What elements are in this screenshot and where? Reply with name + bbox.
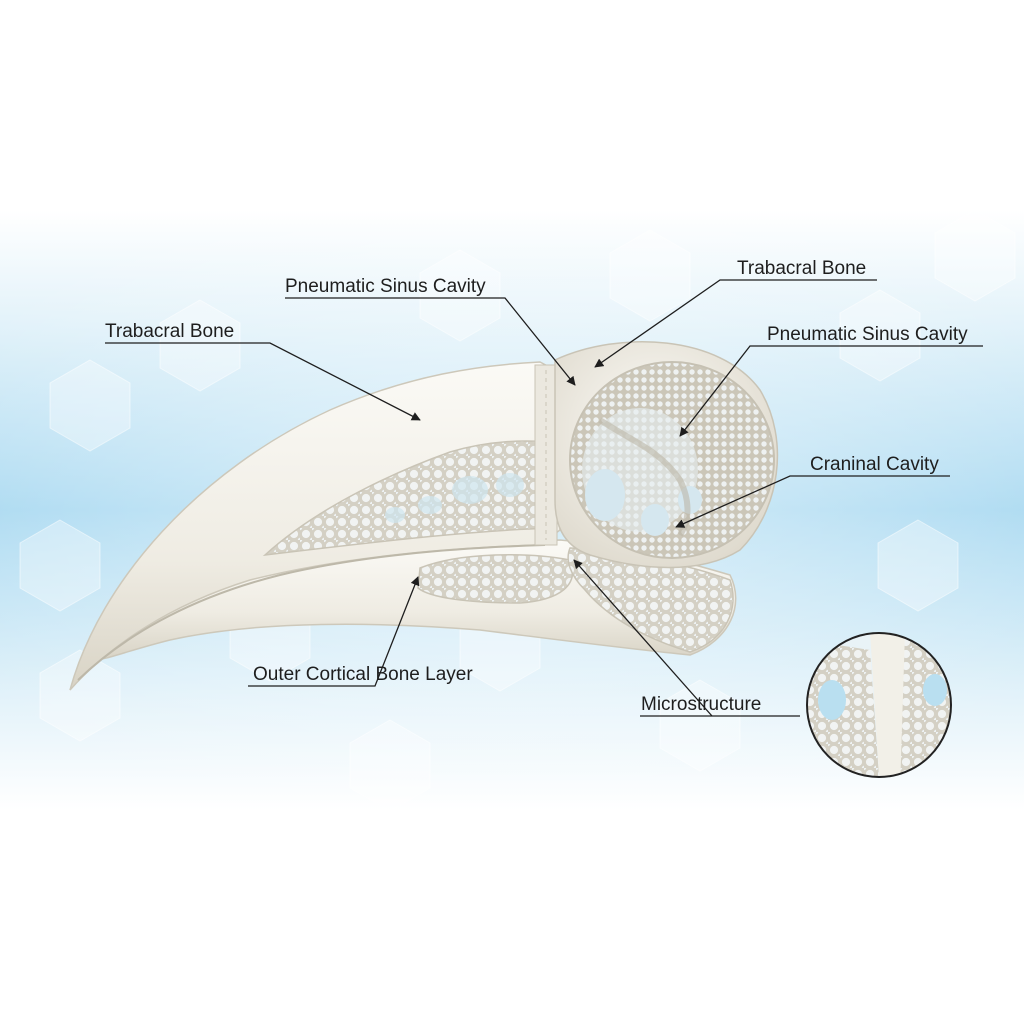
beak-edge xyxy=(77,544,546,681)
label-cranial-cavity: Craninal Cavity xyxy=(810,454,939,475)
label-microstructure: Microstructure xyxy=(641,694,761,715)
beak-pores xyxy=(385,473,524,523)
label-pneumatic-sinus-cavity-right: Pneumatic Sinus Cavity xyxy=(767,324,968,345)
magnified-lattice-inset xyxy=(806,632,952,778)
label-trabecular-bone-right: Trabacral Bone xyxy=(737,258,866,279)
leader-lines xyxy=(105,279,983,717)
beak-lattice-window xyxy=(262,440,556,557)
label-trabecular-bone-left: Trabacral Bone xyxy=(105,321,234,342)
label-outer-cortical-bone-layer: Outer Cortical Bone Layer xyxy=(253,664,473,685)
mandible-lattice-window xyxy=(417,554,574,604)
label-pneumatic-sinus-cavity-top: Pneumatic Sinus Cavity xyxy=(285,276,486,297)
